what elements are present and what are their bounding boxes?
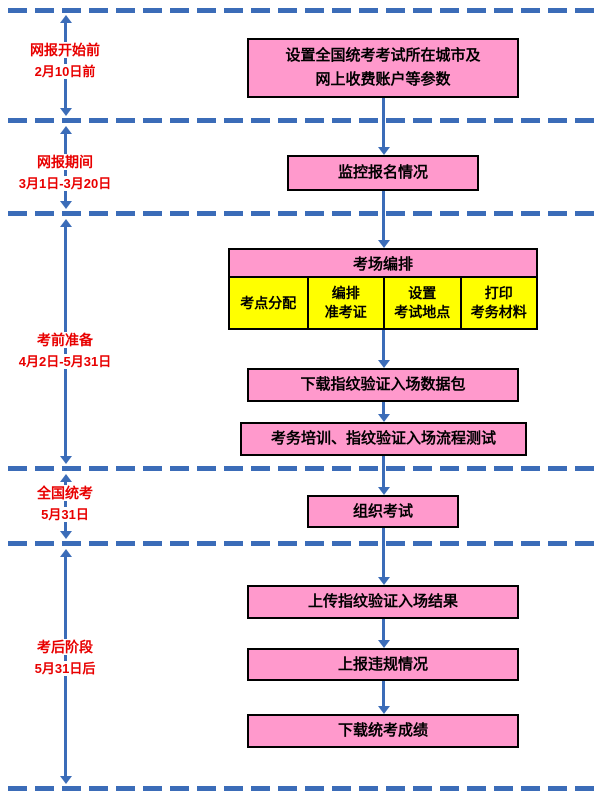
flow-arrow xyxy=(382,98,385,147)
phase-date: 4月2日-5月31日 xyxy=(16,354,114,369)
phase-divider-line xyxy=(8,211,599,216)
subtask-text-line: 考点分配 xyxy=(240,294,297,311)
step-text-line: 上传指纹验证入场结果 xyxy=(307,593,458,610)
flow-arrow xyxy=(382,456,385,487)
subtask-cell-print-materials: 打印 考务材料 xyxy=(459,278,536,328)
phase-label-pre-exam-preparation: 考前准备 4月2日-5月31日 xyxy=(0,330,130,372)
step-box-download-exam-scores: 下载统考成绩 xyxy=(247,714,519,748)
step-text-line: 下载统考成绩 xyxy=(337,722,428,739)
phase-divider-line xyxy=(8,8,599,13)
flow-arrow xyxy=(382,619,385,640)
phase-date: 3月1日-3月20日 xyxy=(16,176,114,191)
subtask-text-line: 设置 xyxy=(408,285,437,301)
step-text-line: 网上收费账户等参数 xyxy=(315,71,451,88)
step-box-setup-parameters: 设置全国统考考试所在城市及 网上收费账户等参数 xyxy=(247,38,519,98)
phase-title: 全国统考 xyxy=(35,485,95,501)
step-text-line: 考务培训、指纹验证入场流程测试 xyxy=(270,430,496,447)
phase-label-registration-period: 网报期间 3月1日-3月20日 xyxy=(0,152,130,194)
step-box-download-fingerprint-package: 下载指纹验证入场数据包 xyxy=(247,368,519,402)
phase-title: 网报开始前 xyxy=(28,42,102,58)
flow-arrow xyxy=(382,528,385,577)
phase-divider-line xyxy=(8,786,599,791)
step-text-line: 下载指纹验证入场数据包 xyxy=(300,376,466,393)
timeline-segment-exam-day xyxy=(64,482,67,531)
flow-arrow xyxy=(382,191,385,240)
subtask-text-line: 考务材料 xyxy=(470,304,527,320)
arrangement-subtask-row: 考点分配 编排 准考证 设置 考试地点 打印 考务材料 xyxy=(228,278,538,330)
subtask-text-line: 编排 xyxy=(331,285,360,301)
step-text-line: 上报违规情况 xyxy=(337,655,428,673)
phase-label-national-exam: 全国统考 5月31日 xyxy=(0,483,130,525)
step-box-monitor-registration: 监控报名情况 xyxy=(287,155,479,191)
phase-date: 5月31日后 xyxy=(32,661,98,676)
phase-title: 考前准备 xyxy=(35,332,95,348)
flow-arrow xyxy=(382,330,385,360)
phase-date: 5月31日 xyxy=(39,507,91,522)
step-text-line: 组织考试 xyxy=(352,502,413,520)
subtask-cell-exam-location: 设置 考试地点 xyxy=(383,278,460,328)
step-text-line: 监控报名情况 xyxy=(337,164,428,181)
phase-label-post-exam: 考后阶段 5月31日后 xyxy=(0,637,130,679)
step-box-training-and-flow-test: 考务培训、指纹验证入场流程测试 xyxy=(240,422,527,456)
phase-title: 网报期间 xyxy=(35,154,95,170)
step-box-exam-room-arrangement: 考场编排 xyxy=(228,248,538,278)
subtask-text-line: 考试地点 xyxy=(394,304,451,320)
phase-title: 考后阶段 xyxy=(35,639,95,655)
step-text-line: 考场编排 xyxy=(352,255,413,273)
phase-divider-line xyxy=(8,466,599,471)
step-box-report-violations: 上报违规情况 xyxy=(247,648,519,681)
subtask-cell-admission-ticket: 编排 准考证 xyxy=(306,278,383,328)
phase-label-pre-registration: 网报开始前 2月10日前 xyxy=(0,40,130,82)
phase-date: 2月10日前 xyxy=(32,64,98,79)
step-box-upload-fingerprint-result: 上传指纹验证入场结果 xyxy=(247,585,519,619)
flow-arrow xyxy=(382,402,385,414)
flow-arrow xyxy=(382,681,385,706)
phase-divider-line xyxy=(8,541,599,546)
subtask-text-line: 打印 xyxy=(484,285,513,301)
step-box-organize-exam: 组织考试 xyxy=(307,495,459,528)
subtask-text-line: 准考证 xyxy=(324,304,367,320)
subtask-cell-site-allocation: 考点分配 xyxy=(230,278,307,328)
step-text-line: 设置全国统考考试所在城市及 xyxy=(285,47,481,64)
phase-divider-line xyxy=(8,118,599,123)
